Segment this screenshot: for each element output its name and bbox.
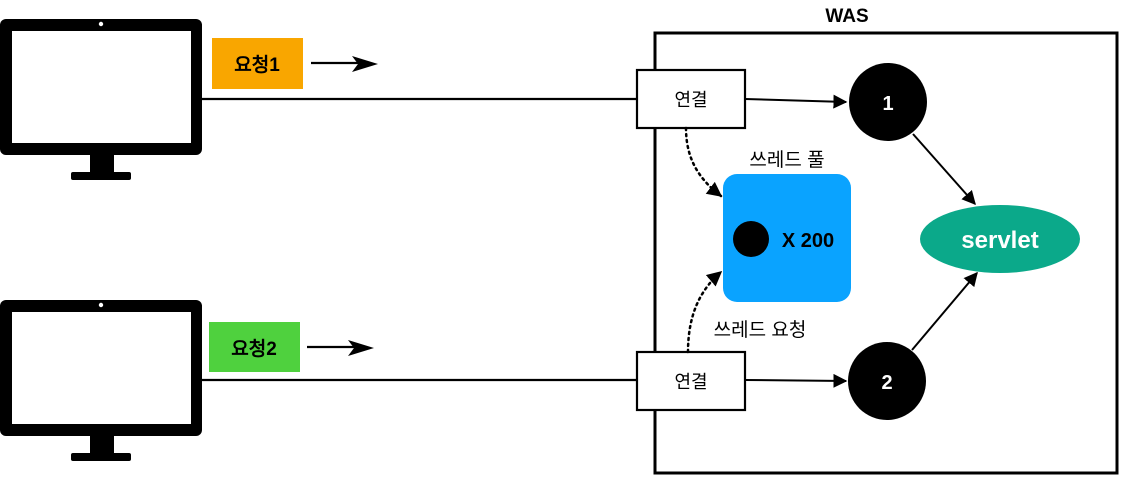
worker-1-label: 1 (882, 93, 893, 115)
servlet-label: servlet (961, 227, 1038, 254)
client-2-monitor-icon (0, 300, 202, 461)
connection-2-box (635, 350, 747, 412)
servlet-node (920, 205, 1080, 273)
worker-2-label: 2 (881, 372, 892, 394)
worker-1-circle (849, 63, 927, 141)
client-1-monitor-icon (0, 19, 202, 180)
thread-request-label: 쓰레드 요청 (714, 319, 807, 341)
request-2-label: 요청2 (231, 338, 277, 360)
request-1-arrow-icon (311, 56, 378, 72)
request-1-label: 요청1 (234, 54, 280, 76)
request-2-arrow-icon (307, 340, 374, 356)
worker-2-to-servlet-arrow (911, 271, 978, 351)
request-2-badge (209, 322, 300, 372)
thread-pool-title: 쓰레드 풀 (749, 149, 824, 171)
request-1-badge (212, 38, 303, 89)
connection-1-to-pool-dotted-arrow (684, 126, 723, 198)
thread-count-label: X 200 (782, 230, 834, 252)
connection-2-to-worker-arrow (744, 373, 848, 388)
was-box (653, 31, 1119, 475)
connection-2-label: 연결 (674, 372, 707, 392)
worker-2-circle (848, 342, 926, 420)
thread-pool-box (723, 174, 851, 302)
worker-1-to-servlet-arrow (912, 133, 976, 206)
connection-2-to-pool-dotted-arrow (686, 270, 723, 354)
connection-1-to-worker-arrow (744, 94, 848, 109)
thread-icon (733, 221, 769, 257)
was-title: WAS (825, 6, 868, 27)
connection-1-label: 연결 (674, 90, 707, 110)
